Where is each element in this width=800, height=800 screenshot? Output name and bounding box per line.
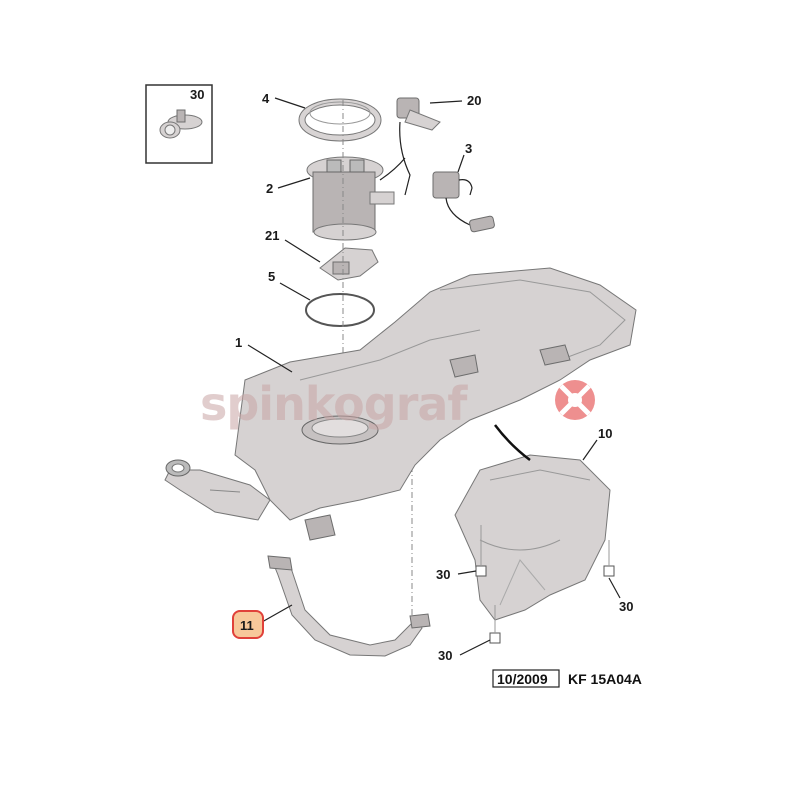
watermark-logo-icon bbox=[555, 380, 595, 420]
leader-1 bbox=[247, 344, 293, 373]
label-20: 20 bbox=[467, 93, 481, 108]
part-1-fuel-tank bbox=[164, 267, 637, 541]
footer-date: 10/2009 bbox=[497, 671, 548, 687]
footer-code: KF 15A04A bbox=[568, 671, 642, 687]
leader-30-c bbox=[459, 639, 491, 656]
inset-box-part-30: 30 bbox=[145, 84, 213, 164]
diagram-footer: 10/2009 KF 15A04A bbox=[492, 669, 642, 688]
part-11-tank-strap bbox=[267, 555, 431, 657]
leader-11 bbox=[261, 604, 293, 623]
clip-markers bbox=[475, 525, 615, 644]
leader-21 bbox=[284, 239, 321, 263]
part-10-heat-shield bbox=[454, 454, 611, 621]
leader-3 bbox=[457, 154, 465, 173]
label-11-highlight-badge: 11 bbox=[232, 610, 264, 639]
part-4-locking-ring bbox=[298, 98, 382, 142]
part-3-wiring-connector bbox=[432, 171, 495, 233]
leader-4 bbox=[274, 97, 306, 109]
leader-2 bbox=[277, 177, 311, 189]
leader-5 bbox=[279, 282, 311, 301]
part-5-seal-ring bbox=[305, 293, 375, 327]
label-21: 21 bbox=[265, 228, 279, 243]
label-4: 4 bbox=[262, 91, 270, 106]
label-11: 11 bbox=[240, 618, 254, 633]
shield-direction-arrow bbox=[494, 424, 531, 461]
part-20-fuel-sender bbox=[379, 97, 441, 196]
label-30-inset: 30 bbox=[190, 87, 204, 102]
label-2: 2 bbox=[266, 181, 273, 196]
label-3: 3 bbox=[465, 141, 472, 156]
watermark: spinkograf bbox=[200, 377, 595, 431]
leader-30-a bbox=[457, 570, 477, 575]
label-5: 5 bbox=[268, 269, 275, 284]
part-2-fuel-pump-module bbox=[306, 156, 395, 241]
svg-text:spinkograf: spinkograf bbox=[200, 377, 468, 431]
clip-fastener bbox=[159, 109, 203, 139]
label-30-a: 30 bbox=[436, 567, 450, 582]
leader-20 bbox=[429, 100, 463, 104]
leader-30-b bbox=[608, 577, 621, 599]
label-10: 10 bbox=[598, 426, 612, 441]
leader-10 bbox=[582, 439, 598, 461]
label-1: 1 bbox=[235, 335, 242, 350]
label-30-c: 30 bbox=[438, 648, 452, 663]
part-21-bracket bbox=[319, 247, 379, 281]
label-30-b: 30 bbox=[619, 599, 633, 614]
